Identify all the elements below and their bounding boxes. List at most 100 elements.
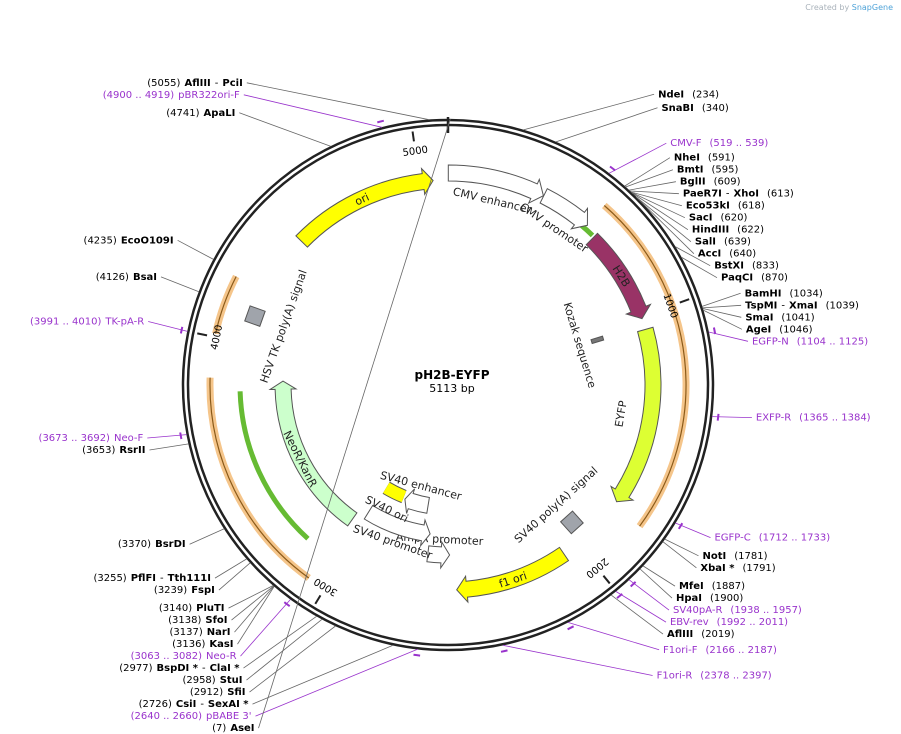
feature-hsv-tk-poly-a-signal[interactable] [244, 305, 266, 327]
primer-label-f1ori-r[interactable]: F1ori-R(2378 .. 2397) [657, 671, 772, 682]
site-label-nari[interactable]: (3137)NarI [169, 627, 230, 638]
site-label-bsai[interactable]: (4126)BsaI [96, 272, 157, 283]
primer-leader [240, 599, 291, 657]
site-label-bamhi[interactable]: BamHI(1034) [745, 288, 823, 299]
feature-sv40-ori[interactable] [383, 482, 407, 503]
site-label-eco53ki[interactable]: Eco53kI(618) [686, 201, 765, 212]
feature-eyfp[interactable] [610, 326, 662, 503]
site-label-acci[interactable]: AccI(640) [698, 249, 756, 260]
plasmid-center-title: pH2B-EYFP 5113 bp [415, 368, 490, 395]
primer-label-cmv-f[interactable]: CMV-F(519 .. 539) [670, 138, 768, 149]
site-label-agei[interactable]: AgeI(1046) [746, 324, 813, 335]
site-label-tspmi[interactable]: TspMI-XmaI(1039) [745, 300, 859, 311]
site-label-ndei[interactable]: NdeI(234) [658, 89, 719, 100]
site-leader [642, 565, 676, 587]
site-label-fspi[interactable]: (3239)FspI [154, 585, 215, 596]
site-leader [681, 256, 718, 279]
site-label-noti[interactable]: NotI(1781) [703, 551, 768, 562]
feature-label-ori: ori [353, 191, 371, 209]
site-label-bmti[interactable]: BmtI(595) [677, 165, 739, 176]
site-label-sfoi[interactable]: (3138)SfoI [168, 615, 227, 626]
site-label-xbai[interactable]: XbaI *(1791) [700, 563, 775, 574]
site-label-paer7i[interactable]: PaeR7I-XhoI(613) [683, 189, 794, 200]
site-label-sfii[interactable]: (2912)SfiI [190, 687, 246, 698]
feature-h2b[interactable] [585, 232, 652, 320]
site-label-hpai[interactable]: HpaI(1900) [676, 593, 743, 604]
primer-mark-egfp-n [712, 327, 717, 335]
label-coordinate: (3255) [93, 573, 126, 584]
site-label-asei[interactable]: (7)AseI [212, 723, 254, 734]
site-leader [523, 93, 655, 131]
site-label-pluti[interactable]: (3140)PluTI [159, 603, 225, 614]
label-name: XmaI [789, 300, 818, 311]
feature-f1-ori[interactable] [456, 546, 570, 604]
site-label-snabi[interactable]: SnaBI(340) [661, 103, 728, 114]
primer-label-sv40pa-r[interactable]: SV40pA-R(1938 .. 1957) [673, 605, 802, 616]
primer-label-egfp-n[interactable]: EGFP-N(1104 .. 1125) [752, 336, 868, 347]
site-label-kasi[interactable]: (3136)KasI [172, 639, 233, 650]
label-coordinate: (618) [738, 201, 765, 212]
label-name: PflFI [131, 573, 156, 584]
site-label-apali[interactable]: (4741)ApaLI [166, 108, 235, 119]
site-label-bglii[interactable]: BglII(609) [680, 177, 741, 188]
label-coordinate: (5055) [147, 78, 180, 89]
primer-label-pbabe-3[interactable]: (2640 .. 2660)pBABE 3' [131, 711, 252, 722]
site-label-bstxi[interactable]: BstXI (833) [714, 261, 779, 272]
primer-label-egfp-c[interactable]: EGFP-C(1712 .. 1733) [714, 533, 830, 544]
site-label-nhei[interactable]: NheI(591) [674, 153, 735, 164]
label-name: SexAI * [208, 699, 249, 710]
label-name: NotI [703, 551, 727, 562]
feature-sv40-poly-a-signal[interactable] [559, 510, 584, 535]
site-leader [702, 304, 742, 309]
site-label-saci[interactable]: SacI(620) [689, 213, 748, 224]
label-coordinate: (833) [752, 261, 779, 272]
site-label-sali[interactable]: SalI(639) [695, 237, 751, 248]
site-label-stui[interactable]: (2958)StuI [182, 675, 242, 686]
site-label-hindiii[interactable]: HindIII(622) [692, 225, 764, 236]
feature-cmv-promoter[interactable] [539, 188, 589, 230]
label-name: AflIII [667, 629, 693, 640]
primer-label-neo-r[interactable]: (3063 .. 3082)Neo-R [131, 651, 237, 662]
site-label-afliii[interactable]: AflIII(2019) [667, 629, 735, 640]
overlay-tracks [206, 198, 690, 581]
site-leader [246, 618, 323, 681]
label-coordinate: (639) [724, 237, 751, 248]
label-name: BstXI [714, 261, 744, 272]
primer-mark-f1ori-f [567, 625, 575, 631]
primer-label-pbr322ori-f[interactable]: (4900 .. 4919)pBR322ori-F [103, 90, 240, 101]
label-name: pBABE 3' [206, 711, 252, 722]
primer-label-tk-pa-r[interactable]: (3991 .. 4010)TK-pA-R [30, 316, 144, 327]
site-label-bsrdi[interactable]: (3370)BsrDI [118, 539, 186, 550]
site-label-smai[interactable]: SmaI(1041) [745, 312, 814, 323]
site-label-bspdi[interactable]: (2977)BspDI *-ClaI * [119, 663, 240, 674]
primer-mark-neo-r [283, 601, 291, 608]
feature-ampr-promoter[interactable] [426, 540, 451, 570]
primer-label-neo-f[interactable]: (3673 .. 3692)Neo-F [39, 433, 144, 444]
site-label-paqci[interactable]: PaqCI(870) [721, 273, 788, 284]
site-label-rsrii[interactable]: (3653)RsrII [82, 445, 145, 456]
label-name: F1ori-R [657, 671, 693, 682]
site-label-ecoo109i[interactable]: (4235)EcoO109I [84, 235, 174, 246]
feature-ori[interactable] [295, 167, 434, 248]
label-name: NheI [674, 153, 700, 164]
feature-kozak-sequence[interactable] [590, 335, 605, 345]
site-leader [639, 568, 673, 599]
orange-track-line [209, 377, 310, 579]
label-coordinate: (609) [714, 177, 741, 188]
primer-label-ebv-rev[interactable]: EBV-rev(1992 .. 2011) [670, 617, 788, 628]
site-label-pflfi[interactable]: (3255)PflFI-Tth111I [93, 573, 211, 584]
feature-cmv-enhancer[interactable] [447, 164, 544, 205]
primer-leader [628, 579, 670, 611]
feature-sv40-promoter[interactable] [363, 504, 431, 548]
feature-neor-kanr[interactable] [268, 380, 358, 527]
feature-sv40-enhancer[interactable] [404, 488, 430, 514]
site-label-csii[interactable]: (2726)CsiI-SexAI * [139, 699, 250, 710]
site-label-afliii[interactable]: (5055)AflIII-PciI [147, 78, 243, 89]
orange-track-line [215, 276, 237, 334]
site-leader [662, 541, 697, 569]
primer-label-f1ori-f[interactable]: F1ori-F(2166 .. 2187) [663, 645, 777, 656]
label-name: ApaLI [204, 108, 236, 119]
primer-label-exfp-r[interactable]: EXFP-R(1365 .. 1384) [756, 413, 871, 424]
site-label-mfei[interactable]: MfeI(1887) [679, 581, 745, 592]
label-name: PciI [222, 78, 242, 89]
